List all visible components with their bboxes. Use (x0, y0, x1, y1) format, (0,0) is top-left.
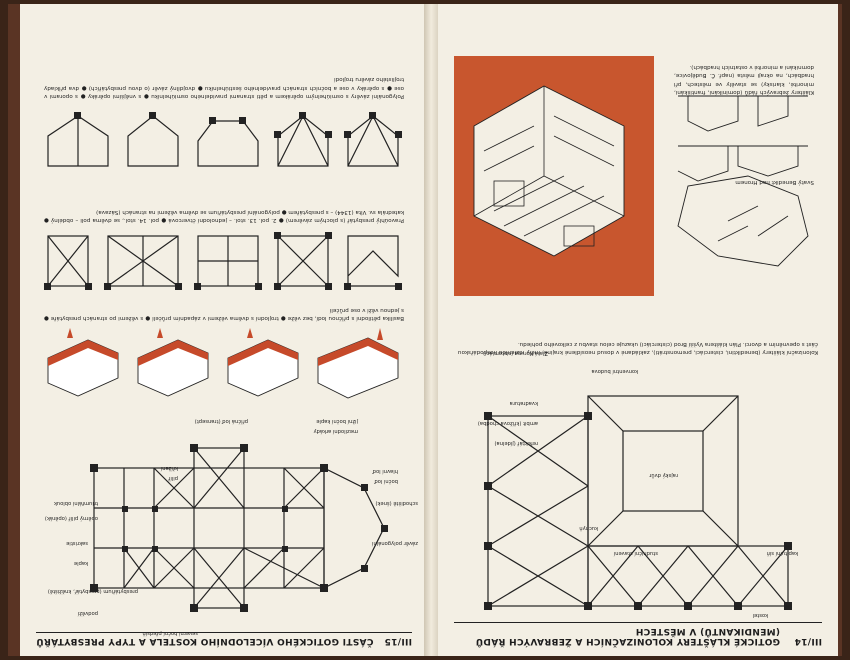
mendicant-town-sketches (677, 95, 809, 267)
presbytery-plans-drawings (44, 232, 402, 290)
plan-label-side-aisle: boční loď (374, 478, 398, 484)
right-page-content: III/14 GOTICKÉ KLÁŠTERY KOLONIZAČNÍCH A … (438, 4, 838, 656)
plan-label-nave: hlavní loď (372, 468, 398, 474)
plan-label-triumphal-arch: triumfální oblouk (53, 500, 98, 506)
plan-label-polygonal-end: závěr polygonální (371, 540, 418, 546)
caption-benedikt: Svatý Benedikt nad Hronem (735, 179, 814, 185)
plan-label-crossing: křížení (160, 465, 178, 471)
axonometric-monastery-drawing (473, 85, 625, 257)
left-page-content: III/15 ČÁSTI GOTICKÉHO VÍCELODNÍHO KOSTE… (20, 4, 428, 656)
left-page: III/15 ČÁSTI GOTICKÉHO VÍCELODNÍHO KOSTE… (20, 4, 428, 656)
axonometric-panel (454, 56, 654, 296)
left-page-header: III/15 ČÁSTI GOTICKÉHO VÍCELODNÍHO KOSTE… (36, 632, 412, 646)
monastery-plan-diagram (484, 395, 792, 610)
polygonal-ends-drawings (47, 112, 402, 167)
plan-label-pillar: pilíř (168, 475, 178, 481)
monastery-label-church: kostel (752, 612, 768, 618)
caption-basilica-types: Basilika pětilodní s příčnou lodí, bez v… (44, 306, 404, 321)
plan-label-buttress: opěrný pilíř (opěrák) (44, 515, 98, 521)
monastery-label-convent: konventní budova (591, 368, 638, 374)
caption-mendicant-monasteries: Kláštery žebravých řádů (dominikáni, fra… (674, 63, 814, 95)
church-plan-diagram (90, 444, 388, 612)
left-page-number: III/15 (384, 636, 412, 646)
plan-label-arcades: mezilodní arkády (313, 428, 358, 434)
plan-label-north-porch: severní boční předsíň (142, 630, 199, 636)
plan-label-transept: příčná loď (transept) (194, 418, 248, 424)
monastery-label-chapter-house: kapitulní síň (766, 550, 798, 556)
monastery-label-paradise-court: rajský dvůr (649, 472, 678, 478)
book-spread: III/15 ČÁSTI GOTICKÉHO VÍCELODNÍHO KOSTE… (8, 4, 842, 656)
caption-colonial-monasteries: Kolonizační kláštery (benediktini, ciste… (458, 340, 818, 355)
caption-polygonal-ends: Polygonální závěry s osmiúhelným opěráke… (44, 76, 404, 99)
monastery-label-kitchen: kuchyň (579, 525, 598, 531)
basilica-types-drawings (47, 328, 399, 399)
monastery-label-cloister: ambit (křížová chodba) (477, 420, 538, 426)
caption-presbytery-types: Pravoúhlý presbytář (s plochým závěrem) … (44, 208, 404, 223)
plan-label-staircase: schodiště (šnek) (375, 500, 418, 506)
plan-label-presbytery: presbytářium (presbytář, kněžiště) (47, 588, 138, 594)
plan-label-south-chapel: jižní boční kaple (316, 418, 358, 424)
monastery-label-well-house: studniční stavení (613, 550, 658, 556)
right-page: III/14 GOTICKÉ KLÁŠTERY KOLONIZAČNÍCH A … (438, 4, 838, 656)
right-page-number: III/14 (794, 636, 822, 646)
plan-label-sacristy: sakristie (66, 540, 88, 546)
monastery-label-refectory: refektář (jídelna) (494, 440, 538, 446)
book-gutter (424, 4, 442, 656)
monastery-label-quadrature: kvadratura (509, 400, 539, 406)
plan-label-tower-base: podvěží (77, 610, 98, 616)
plan-label-chapel: kaple (73, 560, 88, 566)
left-page-title: ČÁSTI GOTICKÉHO VÍCELODNÍHO KOSTELA A TY… (36, 636, 374, 646)
right-page-header: III/14 GOTICKÉ KLÁŠTERY KOLONIZAČNÍCH A … (454, 622, 822, 646)
right-page-title: GOTICKÉ KLÁŠTERY KOLONIZAČNÍCH A ŽEBRAVÝ… (475, 626, 780, 646)
